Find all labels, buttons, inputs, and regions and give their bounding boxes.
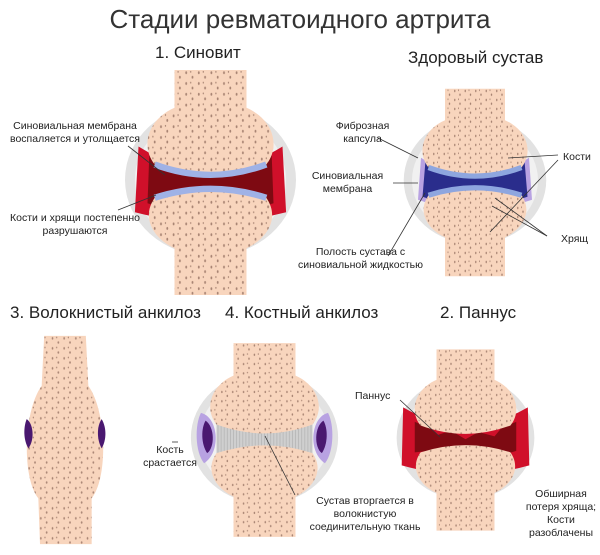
- label-destruction: Кости и хрящи постепенно разрушаются: [10, 212, 140, 237]
- lower-cartilage: [427, 185, 523, 198]
- label-fibrous-capsule: Фиброзная капсула: [335, 120, 390, 145]
- label-joint-cavity: Полость сустава с синовиальной жидкостью: [297, 246, 424, 271]
- lower-cartilage: [153, 185, 268, 201]
- upper-cartilage: [153, 161, 268, 178]
- upper-cartilage: [427, 165, 523, 179]
- purple-spot-left: [24, 419, 33, 449]
- diagram-title: Стадии ревматоидного артрита: [109, 4, 491, 34]
- lower-bone: [423, 187, 527, 277]
- label-bones: Кости: [563, 151, 591, 163]
- label-bone-fusion: Кость срастается: [143, 444, 197, 469]
- label-inflamed-membrane: Синовиальная мембрана воспаляется и утол…: [10, 120, 140, 145]
- fibrous-heading: 3. Волокнистый анкилоз: [10, 303, 201, 322]
- healthy-joint: [403, 88, 547, 277]
- label-joint-invasion: Сустав вторгается в волокнистую соединит…: [309, 495, 421, 533]
- synovitis-heading: 1. Синовит: [155, 43, 241, 62]
- label-synovial-membrane: Синовиальная мембрана: [311, 170, 384, 195]
- label-pannus: Паннус: [355, 390, 391, 402]
- lower-bone: [148, 188, 273, 295]
- purple-spot-right: [316, 420, 327, 454]
- fused-bone: [26, 335, 104, 545]
- bony-ankylosis-joint: [190, 343, 339, 537]
- label-cartilage-loss: Обширная потеря хряща; Кости разоблачены: [525, 488, 597, 539]
- purple-spot-right: [97, 419, 106, 449]
- synovitis-joint: [125, 70, 296, 295]
- pannus-heading: 2. Паннус: [440, 303, 517, 322]
- fibrous-ankylosis-bone: [24, 335, 106, 545]
- upper-bone: [414, 349, 517, 434]
- upper-bone: [210, 343, 319, 434]
- bony-heading: 4. Костный анкилоз: [225, 303, 379, 322]
- purple-spot-left: [202, 420, 213, 454]
- pannus-joint: [396, 349, 535, 531]
- label-cartilage: Хрящ: [561, 233, 589, 245]
- healthy-heading: Здоровый сустав: [408, 48, 544, 67]
- upper-bone: [422, 88, 528, 177]
- lower-bone: [415, 445, 516, 531]
- upper-bone: [147, 70, 274, 175]
- lower-bone: [211, 445, 318, 537]
